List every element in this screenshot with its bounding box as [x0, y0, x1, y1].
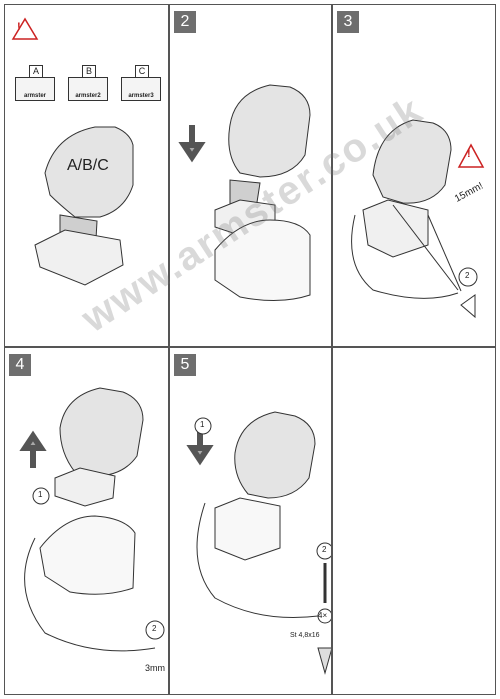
- step-number: 3: [337, 11, 359, 33]
- screw-icon: [317, 647, 331, 675]
- step-number: 2: [174, 11, 196, 33]
- up-arrow-icon: [19, 430, 47, 468]
- callout-number: 1: [200, 420, 205, 429]
- variant-thumbnail: [121, 77, 161, 101]
- armrest-body: [228, 84, 311, 178]
- warning-mark: !: [17, 21, 21, 33]
- center-console: [214, 219, 311, 302]
- screw-count: 4×: [318, 611, 328, 620]
- leader-line: [427, 214, 462, 292]
- step-number: 5: [174, 354, 196, 376]
- down-arrow-icon: [178, 125, 206, 163]
- leader-line: [196, 502, 319, 618]
- leader-line: [392, 204, 459, 291]
- panel-step-4: 4 1 2 3mm: [4, 347, 169, 695]
- warning-icon: [457, 143, 485, 168]
- step-number: 4: [9, 354, 31, 376]
- panel-step-1: ! A armster B armster2 C armster3 A/B/C: [4, 4, 169, 347]
- warning-icon: [11, 17, 39, 40]
- warning-mark: !: [467, 148, 471, 160]
- callout-number: 2: [152, 624, 157, 633]
- armrest-body: [372, 119, 452, 204]
- variant-name: armster2: [75, 93, 101, 99]
- center-console: [214, 497, 281, 561]
- panel-step-3: 3 ! 15mm! 2: [332, 4, 496, 347]
- panel-step-5: 5 1 2 4× St 4,8x16: [169, 347, 332, 695]
- armrest-base: [362, 199, 429, 258]
- callout-circle: [32, 487, 50, 505]
- variant-thumbnail: [15, 77, 55, 101]
- variant-c: C armster3: [121, 65, 161, 101]
- armrest-body: [234, 411, 316, 499]
- callout-circle: [316, 542, 331, 560]
- callout-circle: [145, 620, 165, 640]
- callout-number: 2: [465, 271, 470, 280]
- step-3-illustration: [351, 119, 485, 319]
- step-4-illustration: [19, 387, 165, 652]
- panel-step-2: 2: [169, 4, 332, 347]
- leader-line: [351, 214, 459, 299]
- armrest-base: [54, 467, 116, 507]
- callout-circle: [458, 267, 478, 287]
- variant-name: armster3: [128, 93, 154, 99]
- variant-a: A armster: [15, 65, 55, 101]
- variant-b: B armster2: [68, 65, 108, 101]
- variant-name: armster: [23, 93, 46, 99]
- instruction-sheet: ! A armster B armster2 C armster3 A/B/C …: [4, 4, 496, 695]
- callout-number: 2: [322, 545, 327, 554]
- variant-thumbnail: [68, 77, 108, 101]
- callout-circle: [194, 417, 212, 435]
- screw-spec: St 4,8x16: [290, 632, 320, 639]
- step-1-illustration: [11, 17, 134, 286]
- step-5-illustration: [186, 411, 331, 675]
- armrest-body: [59, 387, 144, 477]
- leader-line: [24, 537, 156, 652]
- model-label: A/B/C: [67, 157, 109, 174]
- panel-empty: [332, 347, 496, 695]
- armrest-body: [44, 126, 134, 218]
- step-2-illustration: [178, 84, 311, 302]
- screwdriver-icon: [460, 294, 476, 319]
- center-console: [39, 515, 136, 595]
- callout-number: 1: [38, 490, 43, 499]
- armrest-base: [34, 229, 124, 286]
- callout-circle: [317, 608, 331, 624]
- drill-size: 3mm: [145, 663, 165, 673]
